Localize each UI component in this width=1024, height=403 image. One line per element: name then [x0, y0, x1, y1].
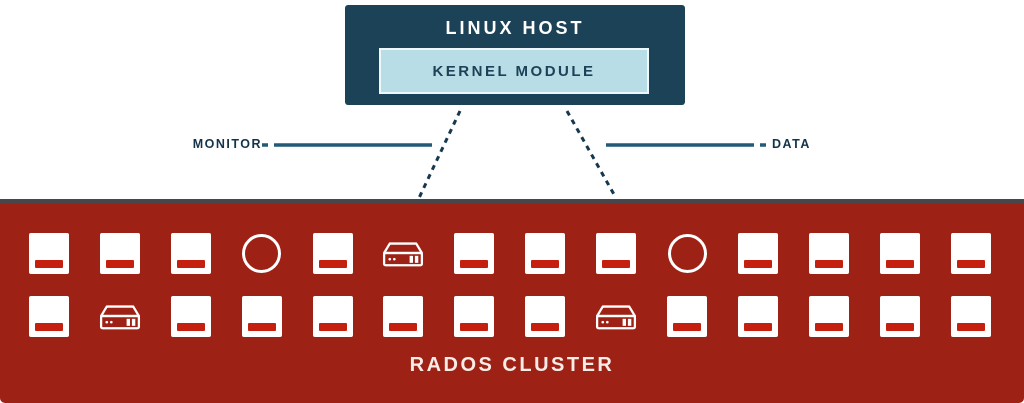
monitor-node-icon	[242, 233, 282, 273]
osd-node-icon	[808, 295, 849, 337]
cluster-node-cell	[170, 295, 211, 337]
linux-host-title: LINUX HOST	[445, 18, 585, 38]
server-node-icon	[596, 305, 637, 330]
osd-node-icon	[312, 295, 353, 337]
cluster-node-cell	[242, 232, 282, 274]
osd-node-icon	[525, 295, 566, 337]
cluster-node-cell	[808, 295, 849, 337]
cluster-node-cell	[170, 232, 211, 274]
osd-node-icon	[29, 295, 69, 337]
server-node-icon	[383, 242, 424, 267]
osd-node-icon	[950, 295, 991, 337]
server-node-icon	[99, 305, 140, 330]
cluster-node-cell	[29, 295, 69, 337]
linux-host-box: LINUX HOST KERNEL MODULE	[345, 5, 685, 105]
cluster-node-cell	[879, 232, 920, 274]
osd-node-icon	[99, 232, 140, 274]
kernel-module-box: KERNEL MODULE	[379, 48, 649, 94]
cluster-node-cell	[454, 295, 495, 337]
osd-node-icon	[170, 232, 211, 274]
cluster-node-cell	[808, 232, 849, 274]
osd-node-icon	[383, 295, 424, 337]
cluster-node-row-2	[0, 295, 1024, 337]
osd-node-icon	[312, 232, 353, 274]
cluster-node-cell	[667, 295, 708, 337]
cluster-node-cell	[312, 232, 353, 274]
cluster-node-cell	[596, 232, 637, 274]
cluster-node-cell	[950, 295, 991, 337]
cluster-node-cell	[525, 295, 566, 337]
osd-node-icon	[737, 232, 778, 274]
kernel-module-label: KERNEL MODULE	[432, 62, 596, 80]
cluster-node-cell	[383, 295, 424, 337]
osd-node-icon	[808, 232, 849, 274]
osd-node-icon	[667, 295, 708, 337]
cluster-node-cell	[383, 232, 424, 274]
cluster-node-cell	[99, 232, 140, 274]
cluster-node-cell	[312, 295, 353, 337]
monitor-dashed-line	[417, 110, 462, 199]
cluster-node-cell	[29, 232, 69, 274]
cluster-node-row-1	[0, 232, 1024, 274]
cluster-node-cell	[99, 295, 140, 337]
osd-node-icon	[454, 295, 495, 337]
monitor-path-label: MONITOR	[192, 137, 262, 151]
rados-cluster-title: RADOS CLUSTER	[409, 354, 615, 376]
osd-node-icon	[170, 295, 211, 337]
cluster-node-cell	[737, 295, 778, 337]
cluster-node-cell	[950, 232, 991, 274]
osd-node-icon	[454, 232, 495, 274]
data-dashed-line	[565, 110, 618, 199]
cluster-node-cell	[667, 232, 707, 274]
cluster-node-cell	[879, 295, 920, 337]
osd-node-icon	[737, 295, 778, 337]
cluster-node-cell	[454, 232, 495, 274]
osd-node-icon	[241, 295, 282, 337]
cluster-node-cell	[241, 295, 282, 337]
cluster-node-cell	[596, 295, 637, 337]
cluster-node-cell	[525, 232, 566, 274]
osd-node-icon	[879, 295, 920, 337]
osd-node-icon	[596, 232, 637, 274]
data-path-label: DATA	[772, 137, 811, 151]
osd-node-icon	[879, 232, 920, 274]
osd-node-icon	[950, 232, 991, 274]
osd-node-icon	[525, 232, 566, 274]
osd-node-icon	[29, 232, 69, 274]
rados-cluster-box: RADOS CLUSTER	[0, 199, 1024, 403]
cluster-node-cell	[737, 232, 778, 274]
monitor-node-icon	[667, 233, 707, 273]
